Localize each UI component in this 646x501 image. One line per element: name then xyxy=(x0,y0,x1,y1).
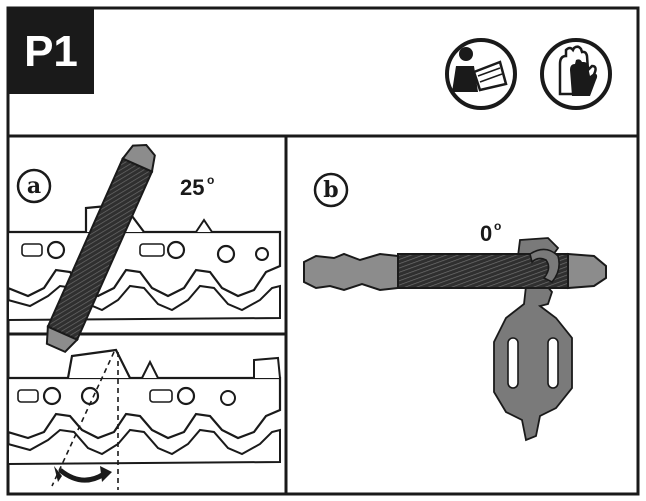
chain-segment-detail xyxy=(6,376,282,440)
panel-a-marker xyxy=(16,168,52,204)
round-file-a xyxy=(45,143,156,354)
step-badge xyxy=(8,8,94,94)
cutter-tooth-detail xyxy=(66,348,131,379)
protective-gloves-icon xyxy=(540,38,612,110)
read-manual-icon xyxy=(445,38,517,110)
panel-a-angle: 25 xyxy=(180,175,204,200)
angle-line xyxy=(51,351,115,487)
rivet xyxy=(216,244,236,264)
step-label: P1 xyxy=(24,27,78,76)
round-file-b xyxy=(303,252,607,292)
panel-b: b 0 o xyxy=(303,172,607,442)
rivet xyxy=(46,240,66,260)
rivet xyxy=(255,247,269,261)
panel-b-marker xyxy=(313,172,349,208)
rotation-arrow xyxy=(58,468,106,483)
chain-lower-detail xyxy=(7,428,281,466)
panel-a-detail xyxy=(6,348,282,490)
rivet xyxy=(166,240,186,260)
panel-a-letter: a xyxy=(27,173,41,199)
panel-b-degree: o xyxy=(494,219,501,233)
panel-a: a 25 o xyxy=(6,143,282,354)
panel-b-angle: 0 xyxy=(480,221,492,246)
panel-b-letter: b xyxy=(323,177,338,203)
panel-a-degree: o xyxy=(207,173,214,187)
depth-gauge xyxy=(195,218,213,233)
